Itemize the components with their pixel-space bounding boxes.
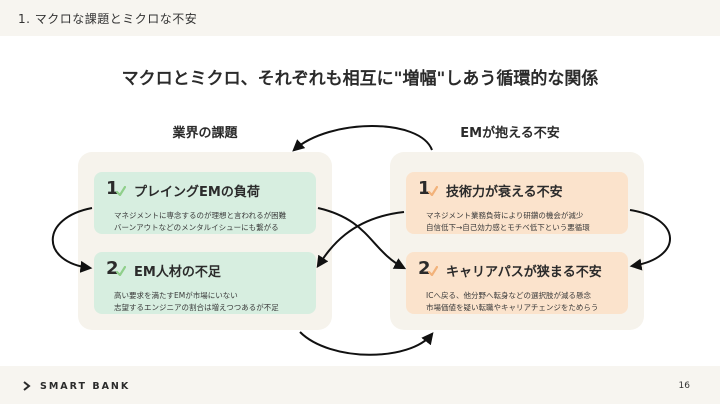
smartbank-logo-icon <box>23 381 31 391</box>
check-tick-icon <box>116 266 126 276</box>
card-title: プレイングEMの負荷 <box>134 185 260 200</box>
top-arrow <box>292 125 433 152</box>
footer-bar <box>0 366 720 404</box>
check-tick-icon <box>116 186 126 196</box>
bottom-arrow <box>299 331 434 356</box>
card-title: キャリアパスが狭まる不安 <box>446 265 602 280</box>
card-title: 技術力が衰える不安 <box>446 185 563 200</box>
left-card-1: 1 プレイングEMの負荷 マネジメントに専念するのが理想と言われるが困難 バーン… <box>94 172 316 234</box>
right-card-1: 1 技術力が衰える不安 マネジメント業務負荷により研鑽の機会が減少 自信低下→自… <box>406 172 628 234</box>
card-number: 1 <box>106 178 119 199</box>
card-description: マネジメント業務負荷により研鑽の機会が減少 自信低下→自己効力感とモチベ低下とい… <box>426 210 590 234</box>
card-description: ICへ戻る、他分野へ転身などの選択肢が減る懸念 市場価値を疑い転職やキャリアチェ… <box>426 290 598 314</box>
section-title: 1. マクロな課題とミクロな不安 <box>18 12 198 26</box>
right-loop-arrow <box>629 209 671 271</box>
card-desc-line: ICへ戻る、他分野へ転身などの選択肢が減る懸念 <box>426 291 591 300</box>
left-card-2: 2 EM人材の不足 高い要求を満たすEMが市場にいない 志望するエンジニアの割合… <box>94 252 316 314</box>
check-tick-icon <box>428 186 438 196</box>
cross-arrow-down <box>317 207 407 270</box>
card-desc-line: マネジメントに専念するのが理想と言われるが困難 <box>114 211 287 220</box>
card-desc-line: 自信低下→自己効力感とモチベ低下という悪循環 <box>426 223 590 232</box>
left-group-label: 業界の課題 <box>172 126 238 141</box>
card-number: 1 <box>418 178 431 199</box>
card-desc-line: マネジメント業務負荷により研鑽の機会が減少 <box>426 211 584 220</box>
left-loop-arrow <box>51 207 93 273</box>
page-number: 16 <box>678 381 690 391</box>
card-desc-line: 高い要求を満たすEMが市場にいない <box>114 291 238 300</box>
right-card-2: 2 キャリアパスが狭まる不安 ICへ戻る、他分野へ転身などの選択肢が減る懸念 市… <box>406 252 628 314</box>
card-desc-line: バーンアウトなどのメンタルイシューにも繋がる <box>114 223 279 232</box>
check-tick-icon <box>428 266 438 276</box>
card-desc-line: 志望するエンジニアの割合は増えつつあるが不足 <box>114 303 279 312</box>
card-number: 2 <box>106 258 119 279</box>
card-description: マネジメントに専念するのが理想と言われるが困難 バーンアウトなどのメンタルイシュ… <box>114 210 286 234</box>
card-description: 高い要求を満たすEMが市場にいない 志望するエンジニアの割合は増えつつあるが不足 <box>114 290 279 314</box>
card-number: 2 <box>418 258 431 279</box>
headline: マクロとミクロ、それぞれも相互に"増幅"しあう循環的な関係 <box>121 69 599 89</box>
cross-arrow-up <box>316 211 405 268</box>
card-desc-line: 市場価値を疑い転職やキャリアチェンジをためらう <box>426 303 599 312</box>
logo-text: SMART BANK <box>40 380 131 392</box>
header-bar: 1. マクロな課題とミクロな不安 <box>0 0 720 36</box>
card-title: EM人材の不足 <box>134 265 221 280</box>
right-group-label: EMが抱える不安 <box>460 126 560 141</box>
company-logo: SMART BANK <box>22 380 130 392</box>
